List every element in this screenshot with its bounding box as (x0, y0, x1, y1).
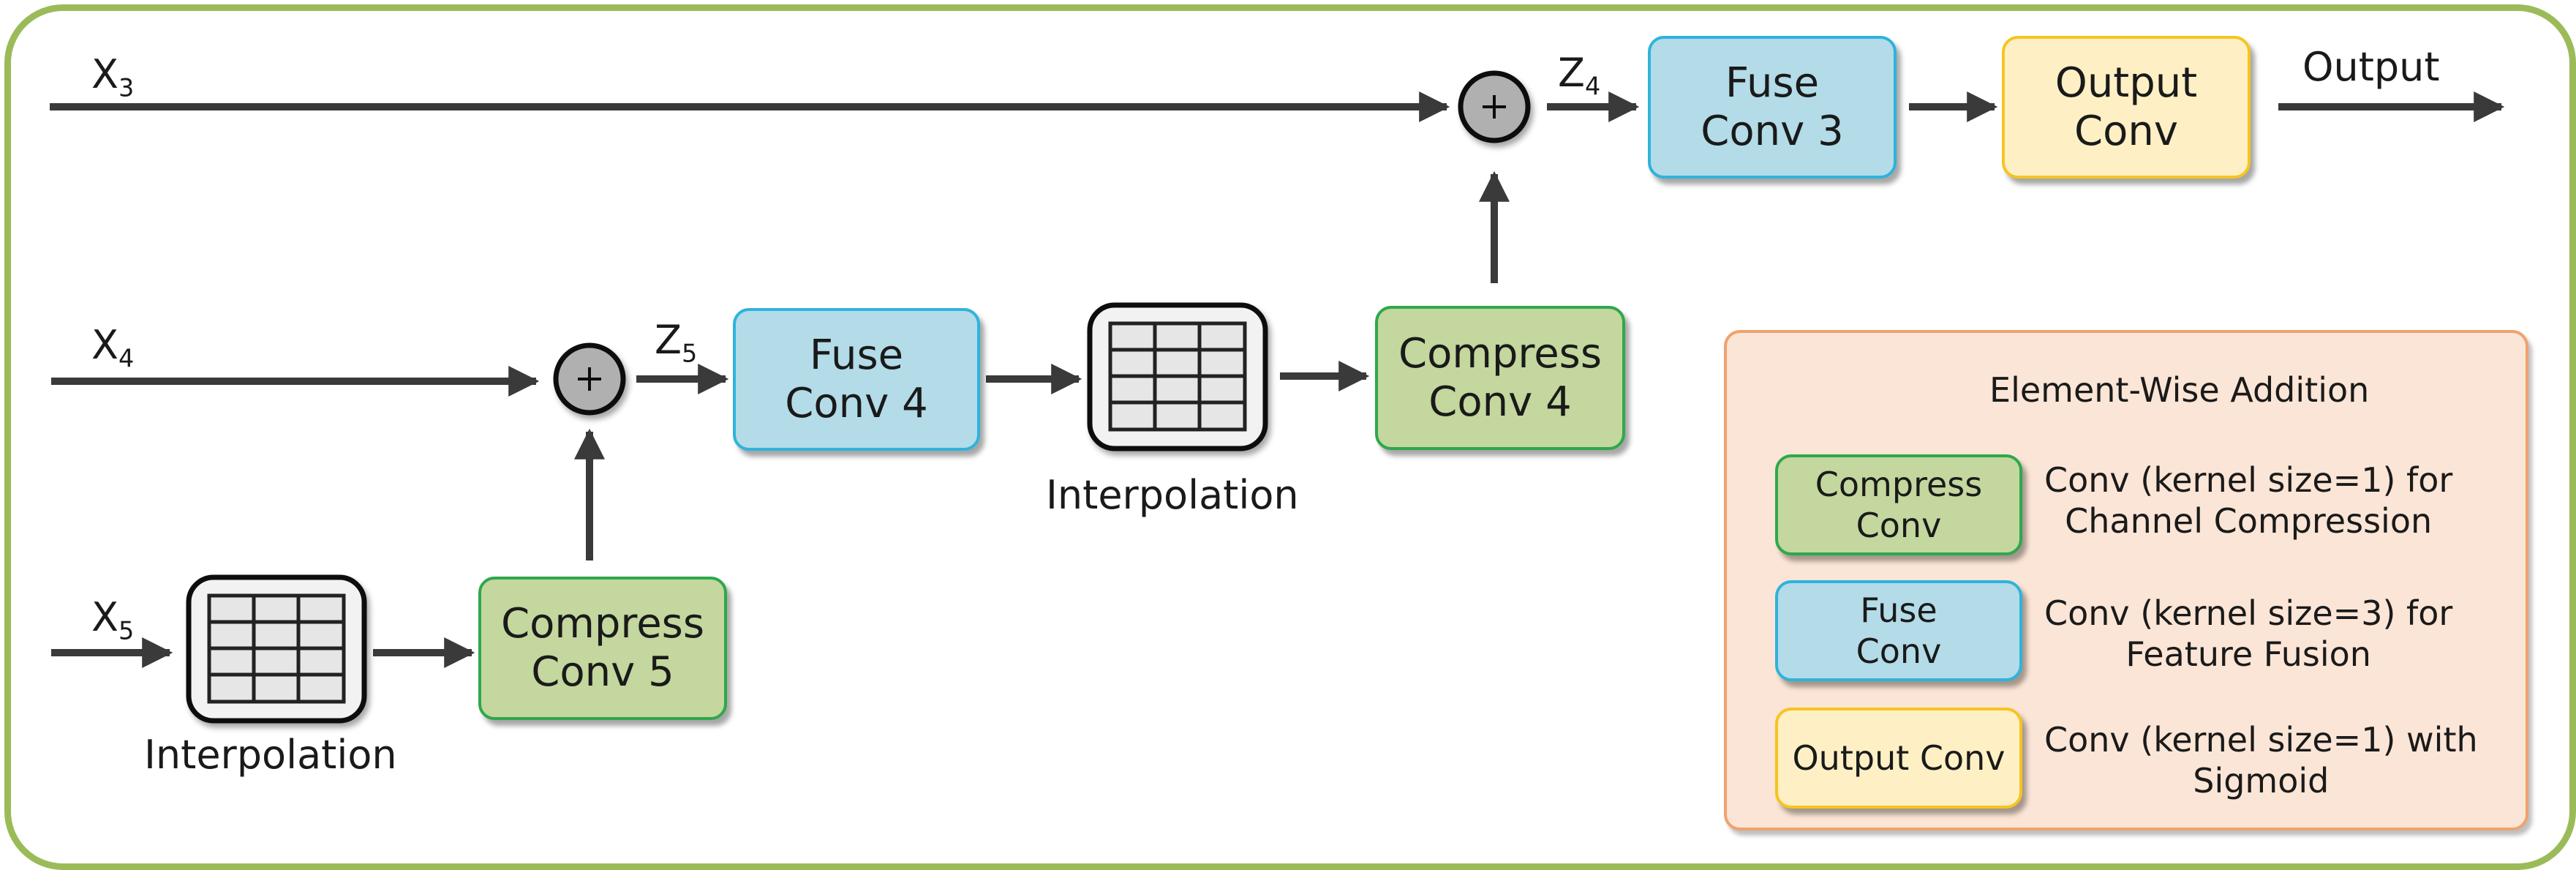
adder-top (1458, 70, 1531, 143)
interpolation-grid-icon (1087, 302, 1268, 451)
signal-label-z5: Z5 (655, 317, 698, 368)
output-label: Output (2302, 44, 2440, 90)
interpolation-label: Interpolation (144, 732, 397, 778)
interpolation-label: Interpolation (1046, 472, 1299, 518)
input-label-x5: X5 (91, 594, 135, 645)
interpolation-grid-icon (186, 574, 367, 724)
legend-output-conv-swatch: Output Conv (1775, 708, 2022, 809)
input-label-x3: X3 (91, 51, 135, 102)
adder-middle (553, 342, 626, 416)
legend-addition-label: Element-Wise Addition (1989, 370, 2370, 410)
signal-label-z4: Z4 (1558, 50, 1601, 101)
input-label-x4: X4 (91, 322, 135, 373)
